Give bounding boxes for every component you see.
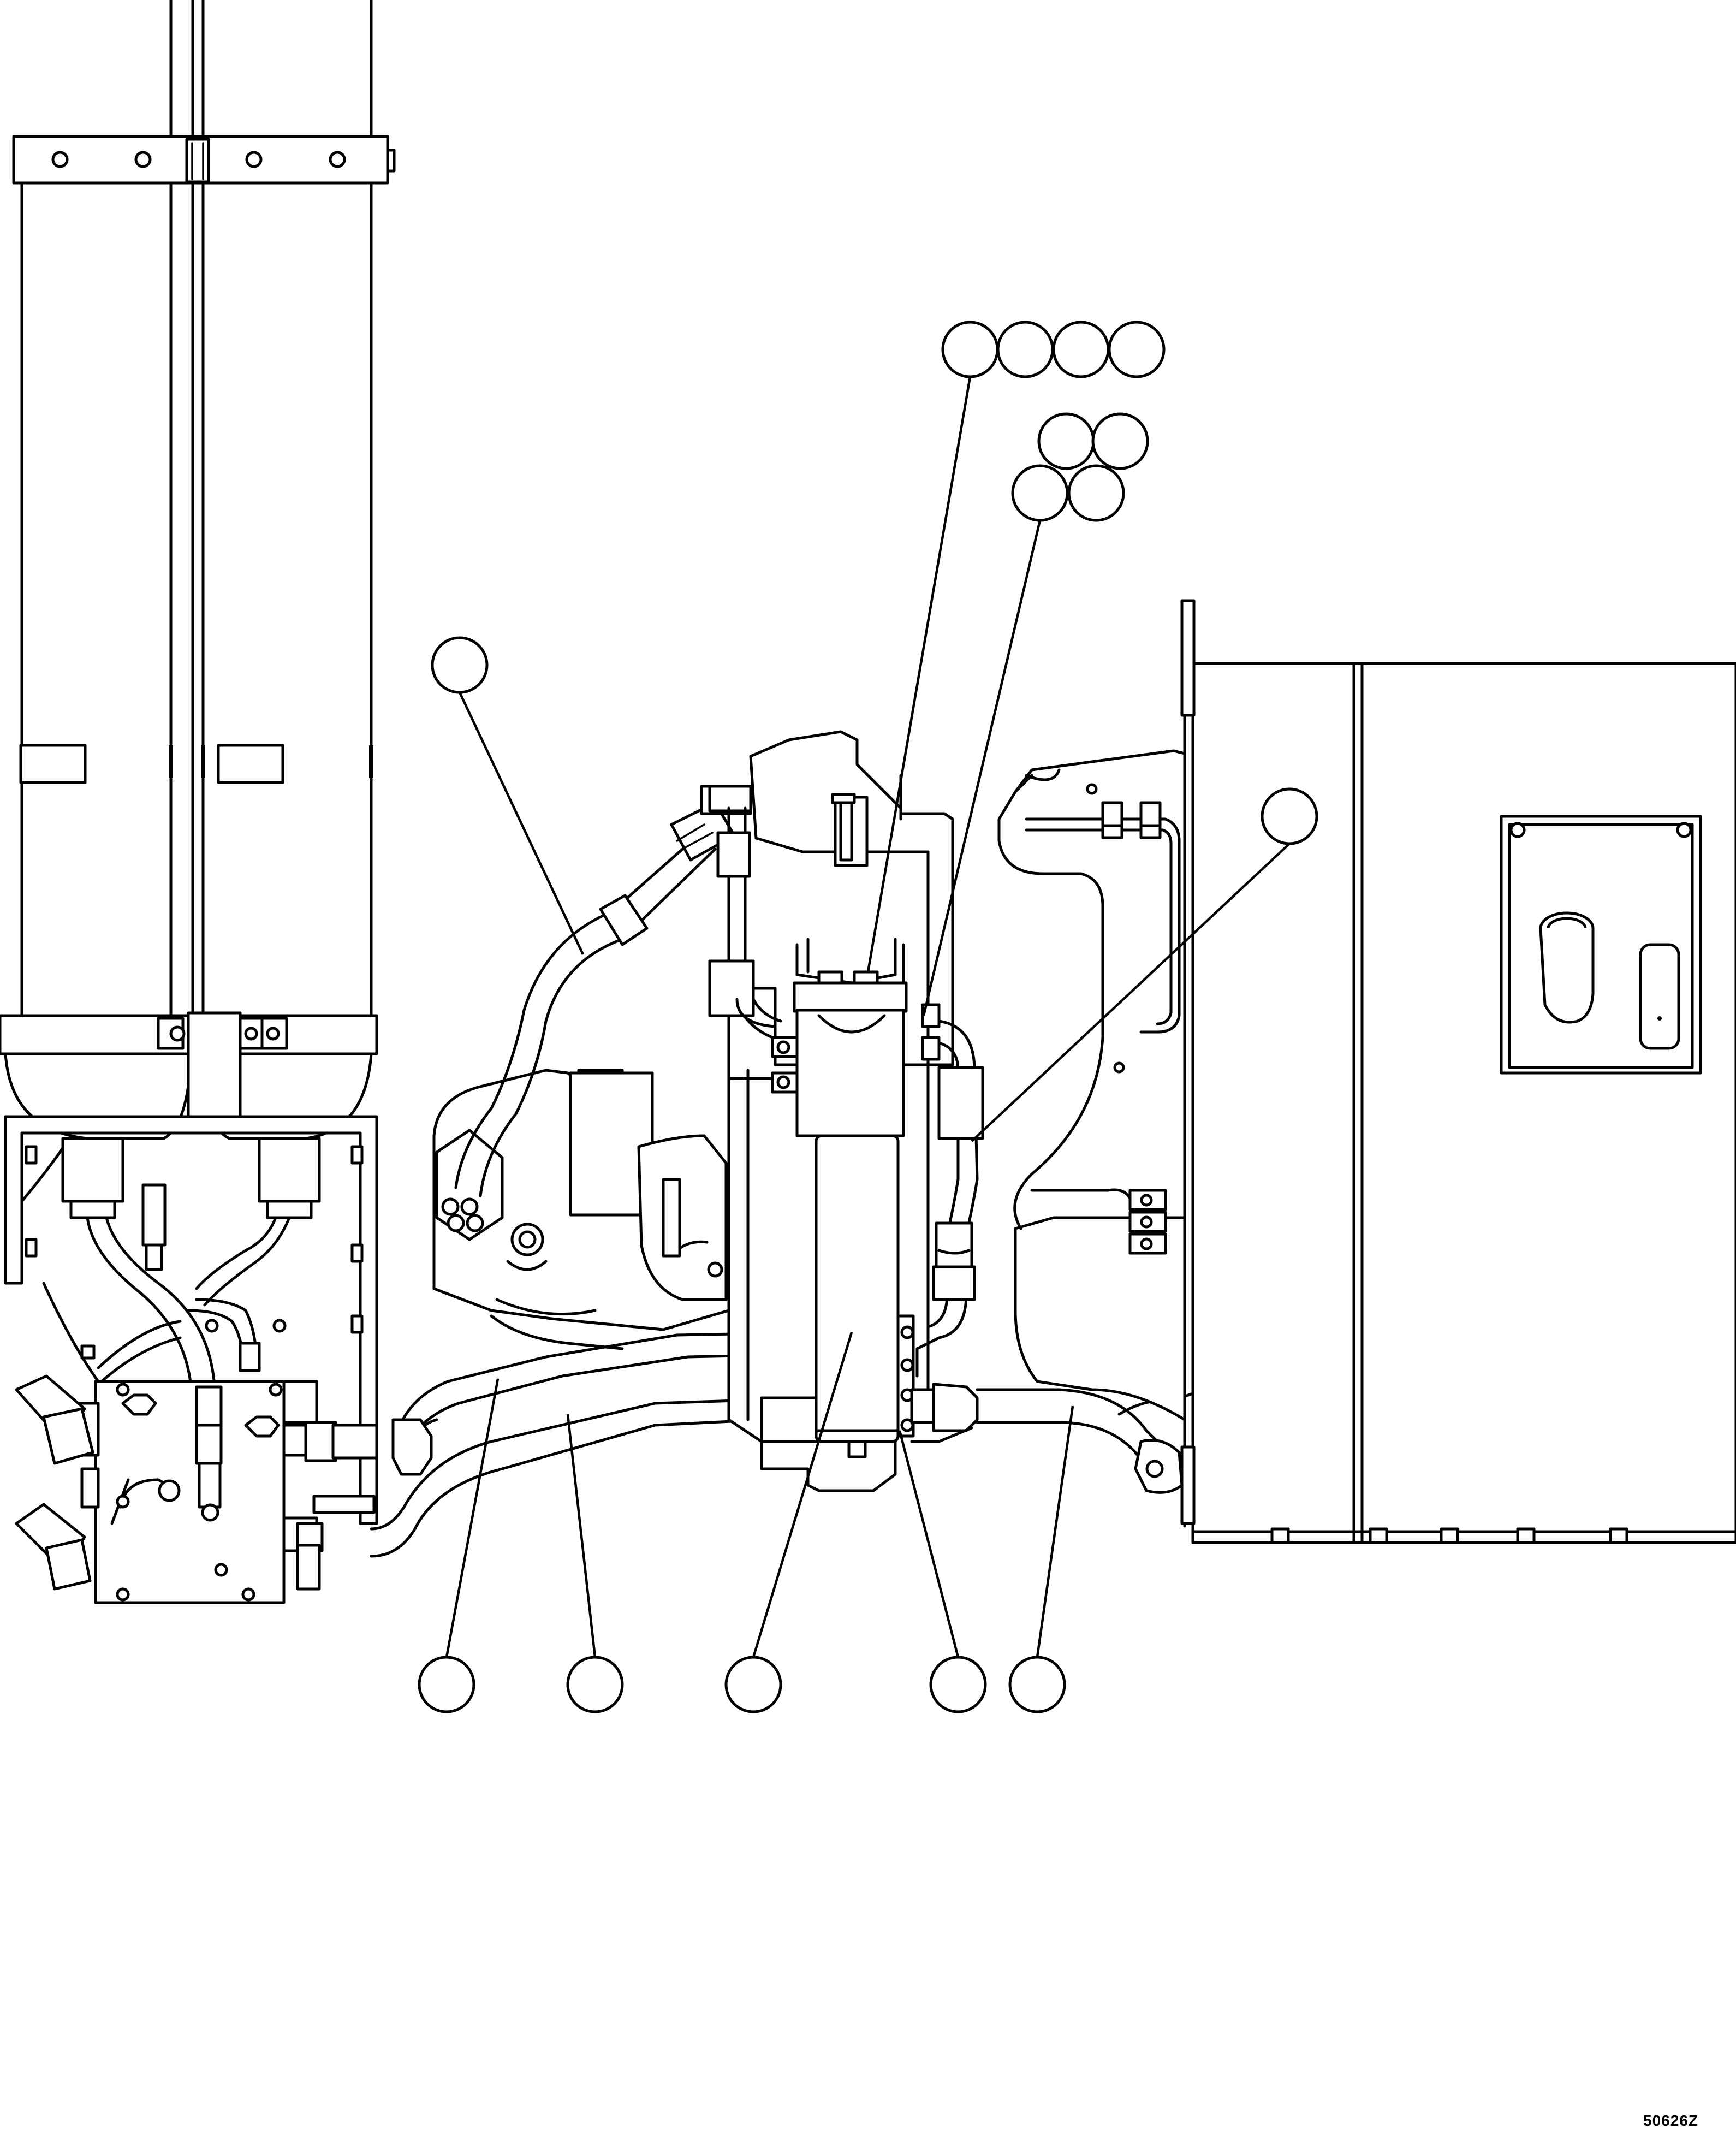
callout-balloon bbox=[1011, 464, 1069, 522]
callout-balloon bbox=[431, 636, 489, 694]
callout-balloon bbox=[929, 1656, 987, 1713]
return-hose bbox=[915, 1019, 984, 1378]
callout-balloon bbox=[1108, 321, 1166, 378]
callout-balloons bbox=[418, 321, 1318, 1713]
callout-balloon bbox=[566, 1656, 624, 1713]
valve-manifold bbox=[75, 1380, 378, 1604]
tank-side-bracket bbox=[997, 749, 1186, 1421]
case-drain-hose bbox=[708, 785, 782, 1042]
pump-port-flange bbox=[435, 1129, 504, 1241]
callout-balloon bbox=[1067, 464, 1125, 522]
filter-hoses bbox=[86, 1216, 291, 1389]
filter-cartridges bbox=[61, 1137, 321, 1271]
callout-balloon bbox=[1008, 1656, 1066, 1713]
tank-return-hose bbox=[910, 1383, 1197, 1494]
long-return-tubes bbox=[370, 1331, 821, 1558]
callout-balloon bbox=[996, 321, 1054, 378]
callout-balloon bbox=[941, 321, 999, 378]
motor-housing bbox=[749, 730, 954, 1066]
callout-balloon bbox=[418, 1656, 475, 1713]
top-clamp-bar bbox=[12, 135, 396, 185]
drawing-number: 50626Z bbox=[1643, 2112, 1698, 2129]
callout-balloon bbox=[1261, 787, 1318, 845]
callout-balloon bbox=[724, 1656, 782, 1713]
hydraulic-tank bbox=[1180, 599, 1736, 1544]
left-elbow-fittings bbox=[15, 1374, 94, 1591]
mounting-bracket bbox=[4, 1115, 378, 1525]
pump-assembly bbox=[432, 1069, 730, 1350]
leader-lines bbox=[445, 376, 1291, 1658]
callout-balloon bbox=[1052, 321, 1110, 378]
callout-balloon bbox=[1091, 412, 1149, 470]
callout-balloon bbox=[1037, 412, 1095, 470]
